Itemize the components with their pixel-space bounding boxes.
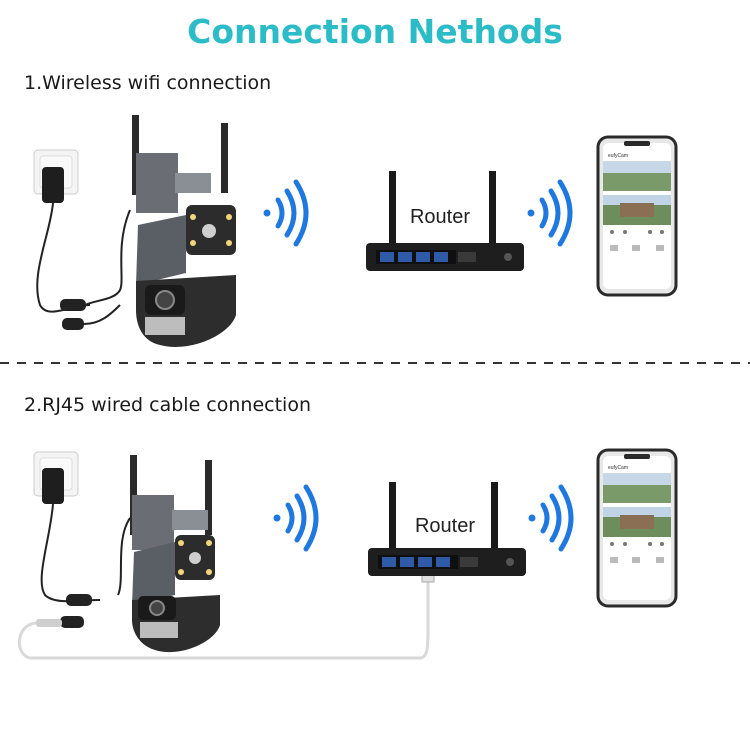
cable-connector-icon <box>36 594 92 628</box>
wifi-signal-icon <box>528 484 574 552</box>
phone-app-name: eufyCam <box>608 465 628 471</box>
smartphone-app-icon: eufyCam <box>596 448 678 608</box>
router-label: Router <box>415 515 475 537</box>
wifi-signal-icon <box>527 179 573 247</box>
smartphone-app-icon: eufyCam <box>596 135 678 297</box>
section-divider <box>0 362 750 364</box>
router-icon: Router <box>366 171 524 271</box>
phone-app-name: eufyCam <box>608 153 628 159</box>
power-adapter-icon <box>36 167 91 313</box>
dual-lens-camera-icon <box>132 115 236 347</box>
wifi-signal-icon <box>263 179 309 247</box>
page-title: Connection Nethods <box>187 12 563 51</box>
router-icon: Router <box>368 482 526 576</box>
cable-connector-icon <box>60 299 121 330</box>
router-label: Router <box>410 206 470 228</box>
dual-lens-camera-icon <box>130 455 220 653</box>
section-rj45-heading: 2.RJ45 wired cable connection <box>24 394 311 416</box>
wired-diagram: Router eufyCam <box>17 448 678 660</box>
section-wifi-heading: 1.Wireless wifi connection <box>24 72 272 94</box>
ethernet-cable <box>17 570 430 660</box>
wifi-signal-icon <box>273 484 319 552</box>
wireless-diagram: Router eufyCam <box>33 115 678 347</box>
